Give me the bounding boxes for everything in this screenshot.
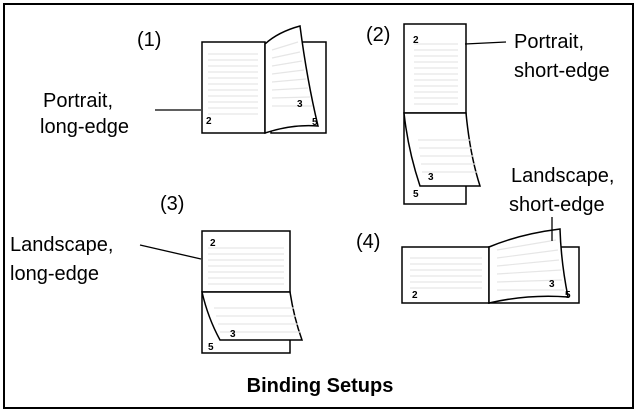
setup-2-leader-line [464, 41, 507, 45]
setup-4-number: (4) [356, 231, 380, 253]
setup-4-left-text-lines [410, 257, 482, 289]
setup-2-illustration: 2 3 5 [403, 23, 482, 205]
setup-3-label-line2: long-edge [10, 263, 99, 285]
setup-1-left-page [201, 41, 266, 134]
setup-2-label-line1: Portrait, [514, 31, 584, 53]
setup-3-number: (3) [160, 193, 184, 215]
setup-3-leader-line [139, 244, 202, 260]
setup-2-curl-text-lines [418, 139, 478, 173]
setup-3-page-3: 3 [230, 329, 236, 340]
setup-2-label-line2: short-edge [514, 60, 610, 82]
setup-1-page-5: 5 [312, 117, 318, 128]
setup-4-left-page [401, 246, 490, 304]
setup-3-page-5: 5 [208, 342, 214, 353]
setup-2-curled-page [403, 112, 482, 187]
setup-2-page-2: 2 [413, 35, 419, 46]
setup-4-label-line1: Landscape, [511, 165, 614, 187]
setup-2-number: (2) [366, 24, 390, 46]
setup-1-page-3: 3 [297, 99, 303, 110]
setup-4-label-line2: short-edge [509, 194, 605, 216]
setup-3-page-2: 2 [210, 238, 216, 249]
setup-1-label-line2: long-edge [40, 116, 129, 138]
setup-1-label-line1: Portrait, [43, 90, 113, 112]
setup-3-label-line1: Landscape, [10, 234, 113, 256]
setup-4-page-2: 2 [412, 290, 418, 301]
figure-caption: Binding Setups [247, 375, 394, 397]
setup-3-illustration: 2 3 5 [201, 230, 304, 354]
setup-4-page-5: 5 [565, 290, 571, 301]
setup-4-illustration: 2 3 5 [401, 228, 580, 304]
setup-1-page-2: 2 [206, 116, 212, 127]
setup-4-page-3: 3 [549, 279, 555, 290]
setup-2-top-text-lines [414, 43, 458, 105]
setup-3-curl-text-lines [214, 307, 300, 333]
setup-1-illustration: 2 3 5 [201, 25, 327, 135]
setup-2-page-3: 3 [428, 172, 434, 183]
setup-3-top-text-lines [208, 247, 284, 285]
setup-1-number: (1) [137, 29, 161, 51]
setup-4-curl-text-lines [496, 239, 564, 291]
setup-1-curl-text-lines [271, 41, 312, 107]
setup-2-page-5: 5 [413, 189, 419, 200]
setup-1-left-text-lines [208, 53, 258, 115]
